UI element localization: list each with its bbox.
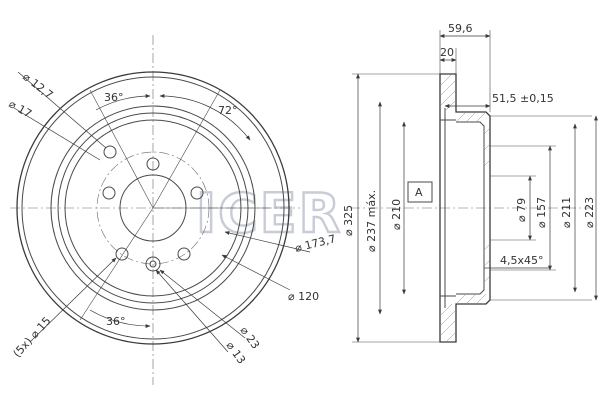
hatch [465, 293, 477, 305]
hatch [483, 259, 491, 267]
hatch [439, 89, 457, 107]
hatch [445, 331, 457, 343]
hatch [455, 293, 467, 305]
hatch [439, 319, 457, 337]
disc-outer-edge [16, 71, 290, 345]
label-total-height: 59,6 [448, 22, 473, 35]
hatch [445, 99, 457, 111]
locating-hole-inner [149, 260, 157, 268]
label-center-bore: ⌀ 120 [288, 290, 319, 303]
leader-center-bore [221, 254, 291, 291]
bolt-hole [190, 186, 204, 200]
label-drum-dia: ⌀ 210 [390, 199, 403, 230]
watermark-text: ICER [196, 182, 342, 245]
label-angle-bottom: 36° [106, 315, 126, 328]
hatch [475, 293, 487, 305]
label-hub-dia: ⌀ 79 [515, 198, 528, 222]
label-holes: (5x) ⌀ 15 [11, 314, 54, 360]
bolt-holes [102, 145, 204, 272]
side-view: A 59,6 20 51,5 ±0,15 ⌀ 325 ⌀ 237 máx. ⌀ … [342, 22, 598, 343]
label-flange-outer-dia: ⌀ 223 [583, 197, 596, 228]
label-height-tol: 51,5 ±0,15 [492, 92, 554, 105]
angle-arc-right [159, 94, 251, 141]
hatch [439, 303, 453, 317]
datum-box [407, 181, 433, 203]
hatch [439, 309, 457, 327]
hatch [465, 111, 477, 123]
bolt-hole [146, 157, 160, 171]
hatch [475, 111, 487, 123]
label-outer-dia: ⌀ 325 [342, 205, 355, 236]
hatch [483, 275, 491, 283]
bolt-hole [115, 247, 129, 261]
icer-watermark: ICER [195, 181, 342, 246]
label-disc-thickness: 20 [440, 46, 454, 59]
leader-holes [29, 257, 117, 343]
leader-bolt-dia [13, 107, 101, 161]
leader-small-dia-1 [159, 269, 246, 339]
disc-outer-ring [21, 76, 285, 340]
label-flange-dia: ⌀ 211 [560, 197, 573, 228]
angle-arc-top [95, 94, 151, 111]
label-hole-dia: ⌀ 12,7 [20, 70, 55, 102]
label-small-dia-2: ⌀ 13 [224, 339, 248, 366]
locating-hole [145, 256, 161, 272]
angle-arc-bottom [89, 309, 151, 328]
hatch [483, 243, 491, 251]
hatch [439, 73, 453, 87]
leader-pcd [224, 231, 311, 253]
hatch [455, 111, 467, 123]
label-chamfer: 4,5x45° [500, 254, 544, 267]
datum-label: A [415, 186, 423, 199]
threaded-hole [103, 145, 117, 159]
hatch [483, 143, 491, 151]
label-max-dia: ⌀ 237 máx. [365, 190, 378, 252]
hatch [483, 127, 491, 135]
angle-ray [79, 207, 154, 321]
hatch [483, 159, 491, 167]
bolt-hole [102, 186, 116, 200]
label-inner-dia: ⌀ 157 [535, 197, 548, 228]
label-angle-right: 72° [218, 104, 238, 117]
leader-small-dia-2 [155, 269, 229, 353]
label-small-dia-1: ⌀ 23 [238, 324, 262, 351]
hatch [439, 79, 457, 97]
leader-hole-dia [17, 71, 107, 149]
disc-section [439, 73, 491, 343]
bolt-hole [177, 247, 191, 261]
label-angle-top: 36° [104, 91, 124, 104]
angle-ray [89, 89, 154, 209]
